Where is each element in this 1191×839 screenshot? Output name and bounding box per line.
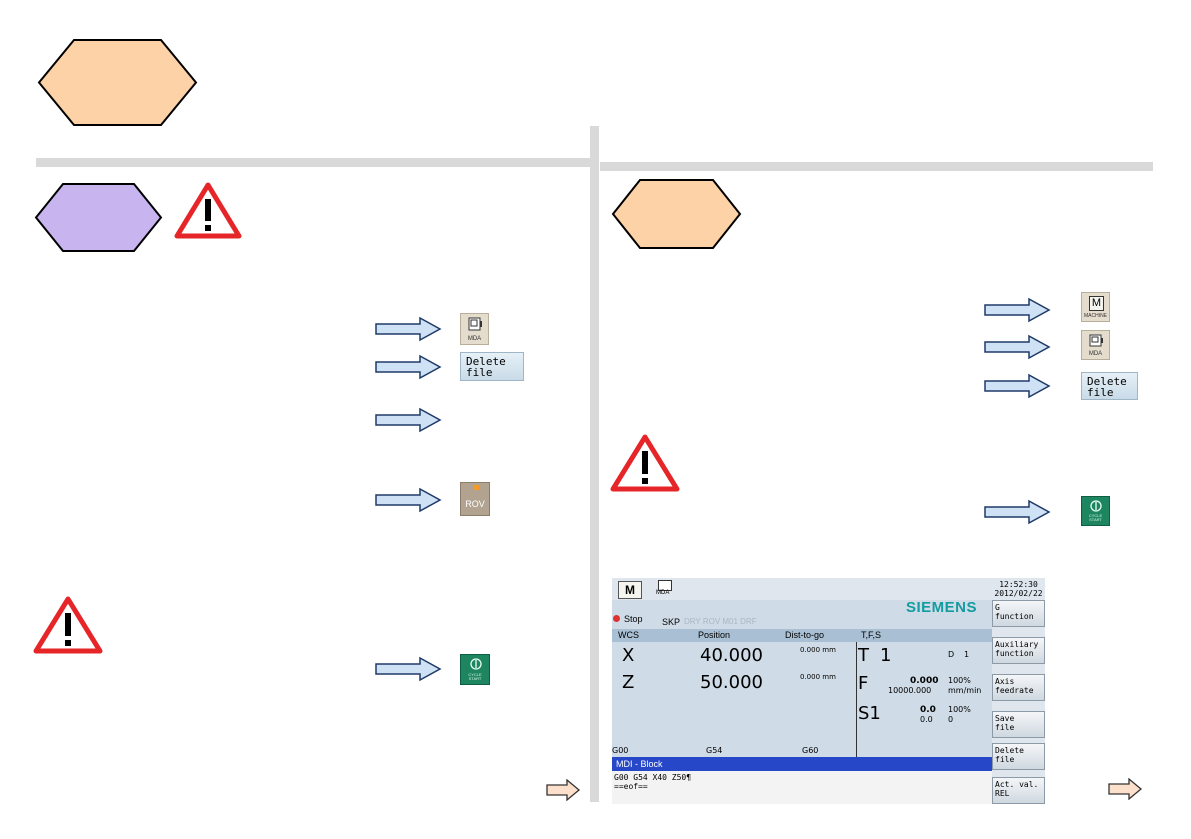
stop-status-icon bbox=[613, 615, 620, 622]
softkey-gap bbox=[992, 701, 1045, 711]
spindle-label: S1 bbox=[858, 703, 881, 724]
spindle-extra: 0 bbox=[948, 715, 954, 724]
mda-key-button[interactable]: MDA bbox=[460, 313, 489, 345]
axis-z-dist: 0.000 mm bbox=[800, 673, 836, 681]
center-divider-vertical bbox=[590, 126, 599, 802]
position-table-header: WCS Position Dist-to-go T,F,S bbox=[612, 629, 992, 642]
gcode-3: G60 bbox=[802, 746, 819, 755]
softkey-auxiliary-function[interactable]: Auxiliary function bbox=[992, 637, 1045, 664]
editor-line[interactable]: ==eof== bbox=[614, 782, 648, 791]
left-divider-horizontal bbox=[36, 158, 592, 167]
header-dist-to-go: Dist-to-go bbox=[785, 630, 825, 640]
cycle-start-icon bbox=[470, 658, 482, 670]
cycle-start-icon bbox=[1090, 500, 1102, 512]
status-skp: SKP bbox=[662, 617, 681, 627]
hmi-time: 12:52:30 bbox=[999, 580, 1038, 589]
delete-file-softkey[interactable]: Delete file bbox=[1081, 372, 1138, 400]
right-hexagon-shape bbox=[611, 179, 742, 249]
top-hexagon-shape bbox=[37, 39, 198, 126]
next-page-arrow-icon[interactable] bbox=[545, 779, 581, 801]
machine-icon: M bbox=[1089, 296, 1104, 311]
hmi-clock: 12:52:30 2012/02/22 bbox=[992, 578, 1045, 600]
status-faded-flags: DRY ROV M01 DRF bbox=[684, 617, 757, 626]
feed-set: 10000.000 bbox=[888, 686, 932, 695]
cycle-start-key-label: CYCLE START bbox=[468, 672, 482, 681]
siemens-logo: SIEMENS bbox=[906, 599, 978, 616]
machine-key-button[interactable]: M MACHINE bbox=[1081, 292, 1110, 322]
arrow-right-icon bbox=[375, 407, 442, 433]
rov-led-indicator bbox=[473, 485, 479, 490]
softkey-axis-feedrate[interactable]: Axis feedrate bbox=[992, 674, 1045, 701]
cycle-start-key-button[interactable]: CYCLE START bbox=[460, 654, 490, 685]
rov-key-button[interactable]: ROV bbox=[460, 482, 490, 516]
gcode-2: G54 bbox=[706, 746, 723, 755]
left-hexagon-shape bbox=[34, 183, 163, 252]
machine-key-label: MACHINE bbox=[1083, 313, 1108, 319]
cycle-start-key-button[interactable]: CYCLE START bbox=[1081, 496, 1110, 526]
mda-mode-label: MDA bbox=[656, 590, 670, 596]
feed-value: 0.000 bbox=[910, 676, 939, 686]
warning-triangle-icon bbox=[33, 596, 103, 654]
machine-mode-icon[interactable]: M bbox=[618, 581, 642, 599]
hmi-top-bar: M MDA bbox=[612, 578, 992, 600]
mda-key-label: MDA bbox=[1088, 351, 1103, 357]
gcode-1: G00 bbox=[612, 746, 629, 755]
d-label: D bbox=[948, 650, 955, 659]
softkey-gap bbox=[992, 770, 1045, 780]
mda-icon bbox=[468, 317, 482, 331]
header-position: Position bbox=[698, 630, 731, 640]
mda-key-label: MDA bbox=[467, 336, 482, 342]
axis-x-name: X bbox=[622, 645, 635, 666]
mdi-editor[interactable]: G00 G54 X40 Z50¶ ==eof== bbox=[612, 771, 992, 804]
next-page-arrow-icon[interactable] bbox=[1107, 778, 1143, 800]
feed-label: F bbox=[858, 673, 869, 694]
arrow-right-icon bbox=[984, 297, 1051, 323]
spindle-percent: 100% bbox=[948, 705, 971, 714]
header-tfs: T,F,S bbox=[861, 630, 882, 640]
arrow-right-icon bbox=[984, 373, 1051, 399]
axis-z-name: Z bbox=[622, 672, 635, 693]
warning-triangle-icon bbox=[174, 182, 242, 239]
spindle-value: 0.0 bbox=[920, 705, 936, 715]
arrow-right-icon bbox=[984, 499, 1051, 525]
softkey-act-val-rel[interactable]: Act. val. REL bbox=[992, 777, 1045, 804]
spindle-set: 0.0 bbox=[920, 715, 933, 724]
arrow-right-icon bbox=[375, 487, 442, 513]
arrow-right-icon bbox=[984, 334, 1051, 360]
mda-icon bbox=[1089, 334, 1103, 347]
axis-x-dist: 0.000 mm bbox=[800, 646, 836, 654]
hmi-date: 2012/02/22 bbox=[994, 589, 1043, 598]
tool-label: T bbox=[858, 645, 869, 666]
editor-line[interactable]: G00 G54 X40 Z50¶ bbox=[614, 773, 692, 782]
feed-unit: mm/min bbox=[948, 686, 982, 695]
axis-x-position: 40.000 bbox=[700, 645, 763, 666]
rov-key-label: ROV bbox=[465, 499, 485, 509]
arrow-right-icon bbox=[375, 316, 442, 342]
mda-key-button[interactable]: MDA bbox=[1081, 330, 1110, 360]
feed-percent: 100% bbox=[948, 676, 971, 685]
warning-triangle-icon bbox=[610, 434, 680, 492]
hmi-screen: M MDA 12:52:30 2012/02/22 SIEMENS Stop S… bbox=[612, 578, 1045, 804]
cycle-start-key-label: CYCLE START bbox=[1088, 513, 1103, 522]
tool-value: 1 bbox=[880, 645, 892, 666]
softkey-gap bbox=[992, 664, 1045, 674]
softkey-g-function[interactable]: G function bbox=[992, 600, 1045, 627]
header-wcs: WCS bbox=[618, 630, 639, 640]
mda-mode-icon[interactable] bbox=[658, 580, 672, 591]
softkey-delete-file[interactable]: Delete file bbox=[992, 743, 1045, 770]
right-divider-horizontal bbox=[600, 162, 1153, 171]
arrow-right-icon bbox=[375, 656, 442, 682]
d-value: 1 bbox=[964, 650, 970, 659]
column-separator bbox=[856, 642, 857, 757]
mdi-block-bar: MDI - Block bbox=[612, 757, 992, 771]
softkey-gap bbox=[992, 627, 1045, 637]
status-stop: Stop bbox=[624, 614, 643, 624]
axis-z-position: 50.000 bbox=[700, 672, 763, 693]
arrow-right-icon bbox=[375, 354, 442, 380]
delete-file-softkey[interactable]: Delete file bbox=[460, 352, 524, 381]
softkey-save-file[interactable]: Save file bbox=[992, 711, 1045, 738]
